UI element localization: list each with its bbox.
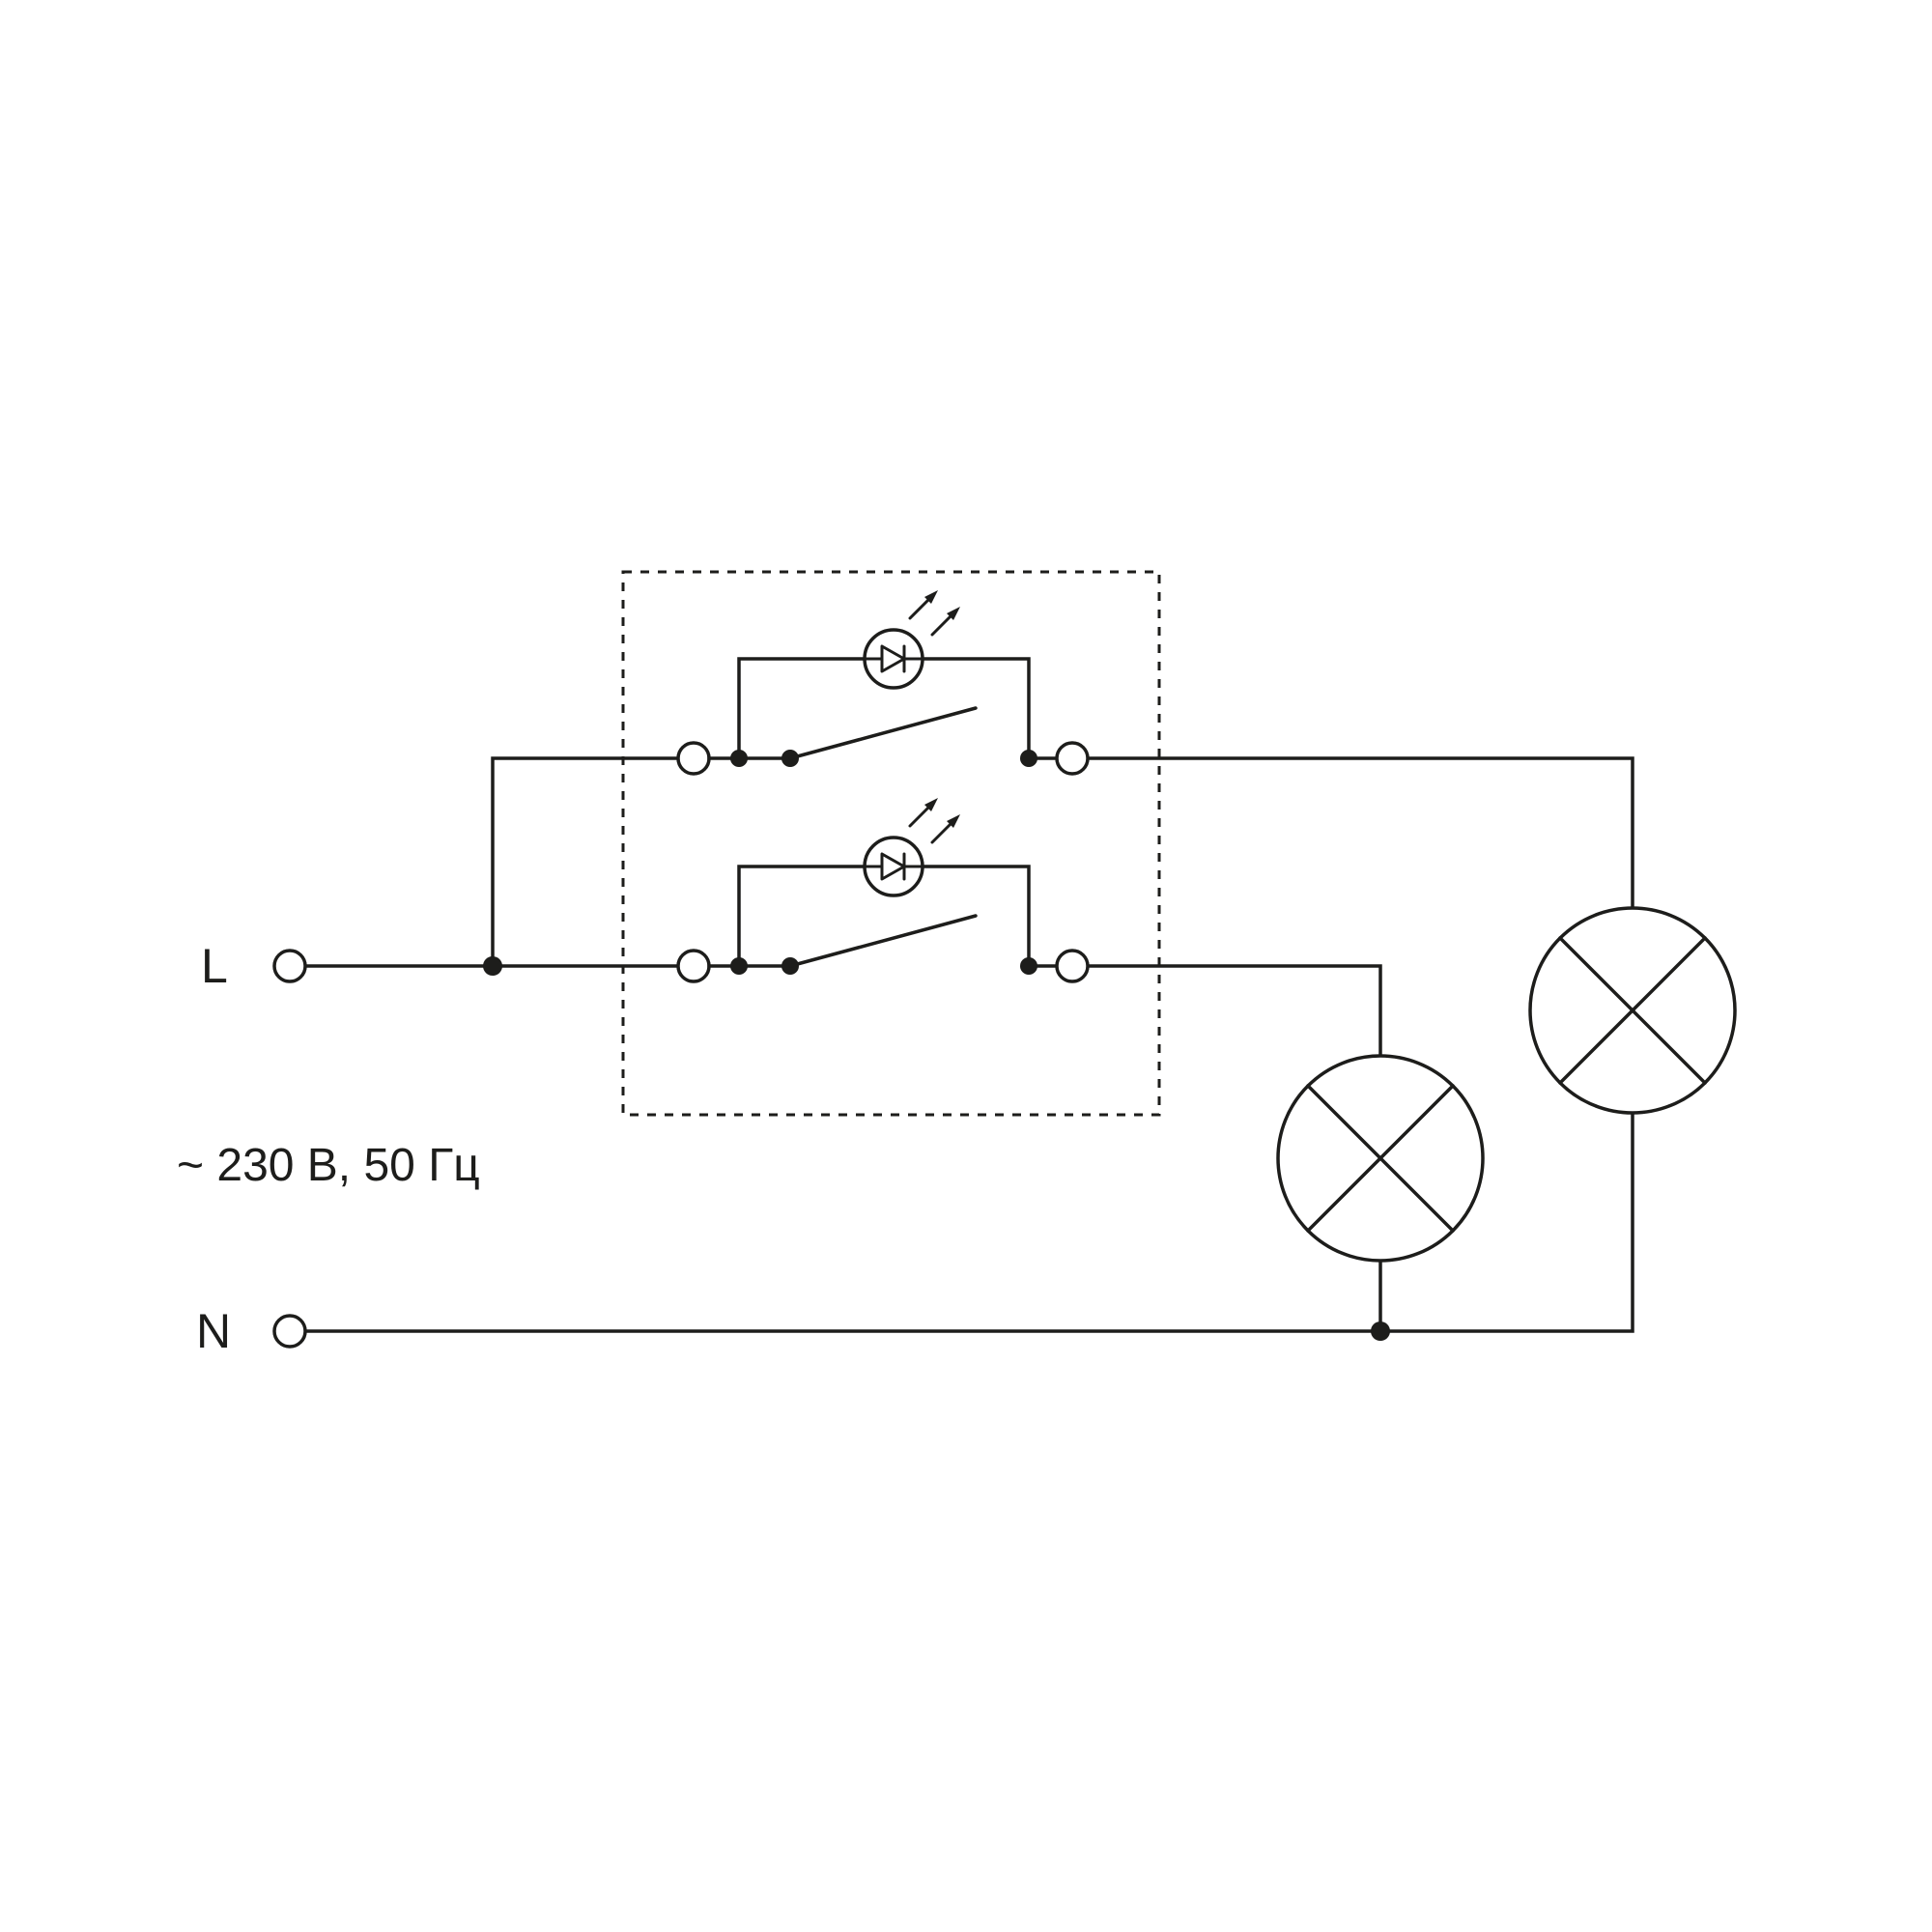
l-branch-wire (491, 756, 680, 968)
l-terminal (272, 949, 307, 983)
switch1-left-junction-dot (730, 750, 748, 767)
led2-emission-arrows-icon (908, 798, 960, 844)
lamp2-cross-line-2 (1558, 936, 1707, 1085)
switch2-led-indicator (863, 798, 960, 897)
n-wire (303, 1111, 1634, 1333)
switch-unit-boundary (621, 570, 1161, 1117)
switch1-blade (788, 706, 978, 760)
n-label: N (196, 1304, 231, 1358)
switch2-right-junction-dot (1020, 957, 1037, 975)
switch1-led-indicator (863, 590, 960, 690)
led1-diode-triangle (880, 644, 906, 673)
switch2-left-junction-dot (730, 957, 748, 975)
switch1-terminal-right (1055, 741, 1090, 776)
led1-emission-arrows-icon (908, 590, 960, 637)
switch1-to-lamp2-wire (1086, 756, 1634, 910)
n-terminal (272, 1314, 307, 1349)
switch1-right-junction-dot (1020, 750, 1037, 767)
switch2-to-lamp1-wire (1086, 964, 1382, 1058)
switch1-terminal-left (676, 741, 711, 776)
lamp-1 (1276, 1054, 1485, 1263)
led2-diode-triangle (880, 852, 906, 881)
switch-2 (676, 798, 1090, 983)
lamp-2 (1528, 906, 1737, 1115)
switch2-terminal-right (1055, 949, 1090, 983)
switch2-blade (788, 914, 978, 968)
n-junction-dot (1371, 1321, 1390, 1341)
lamp1-cross-line-2 (1306, 1084, 1455, 1233)
l-label: L (201, 939, 228, 993)
l-junction-dot (483, 956, 502, 976)
supply-wiring (303, 756, 1634, 1341)
voltage-label: ~ 230 В, 50 Гц (177, 1140, 480, 1191)
switch2-terminal-left (676, 949, 711, 983)
switch-1 (676, 590, 1090, 776)
